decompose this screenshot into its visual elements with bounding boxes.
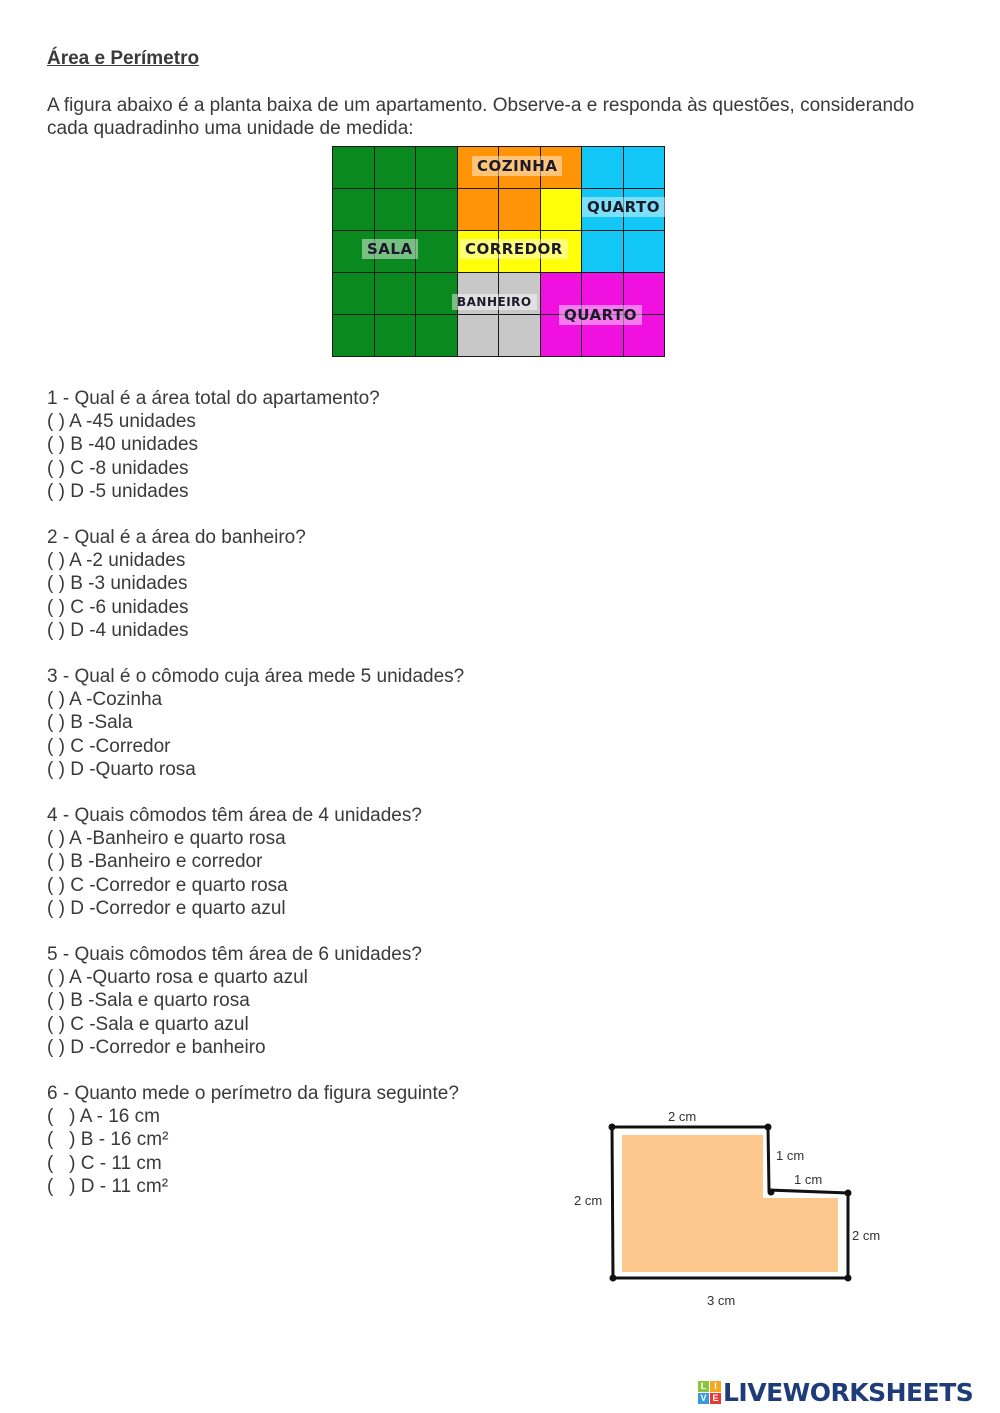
label-right-upper: 1 cm xyxy=(776,1148,804,1163)
question-3: 3 - Qual é o cômodo cuja área mede 5 uni… xyxy=(47,665,464,781)
answer-option[interactable]: ( ) B -3 unidades xyxy=(47,573,188,595)
answer-option[interactable]: ( ) A -Cozinha xyxy=(47,689,163,711)
answer-option[interactable]: ( ) A -Banheiro e quarto rosa xyxy=(47,828,286,850)
answer-option[interactable]: ( ) D -5 unidades xyxy=(47,480,189,502)
question-1: 1 - Qual é a área total do apartamento?(… xyxy=(47,387,380,503)
logo-letter: I xyxy=(710,1381,721,1392)
grid-cell-sala xyxy=(373,146,416,189)
label-sala: SALA xyxy=(362,239,418,259)
grid-cell-sala xyxy=(415,188,458,231)
answer-option[interactable]: ( ) C - 11 cm xyxy=(47,1152,162,1174)
grid-cell-sala xyxy=(332,272,375,315)
grid-cell-banheiro xyxy=(498,314,541,357)
intro-text: A figura abaixo é a planta baixa de um a… xyxy=(47,95,915,139)
answer-option[interactable]: ( ) B -Sala xyxy=(47,712,133,734)
grid-cell-sala xyxy=(415,146,458,189)
question-text: 4 - Quais cômodos têm área de 4 unidades… xyxy=(47,805,422,826)
grid-cell-corredor xyxy=(498,230,541,273)
question-2: 2 - Qual é a área do banheiro?( ) A -2 u… xyxy=(47,526,306,642)
grid-cell-cozinha xyxy=(498,188,541,231)
logo-letter: E xyxy=(710,1393,721,1404)
grid-cell-quarto-azul xyxy=(581,146,624,189)
grid-cell-sala xyxy=(332,188,375,231)
label-banheiro: BANHEIRO xyxy=(452,294,537,310)
grid-cell-quarto-azul xyxy=(622,230,665,273)
liveworksheets-logo: L I V E LIVEWORKSHEETS xyxy=(698,1378,974,1407)
grid-cell-cozinha xyxy=(539,146,582,189)
label-right-lower: 2 cm xyxy=(852,1228,880,1243)
label-cozinha: COZINHA xyxy=(472,156,563,176)
answer-option[interactable]: ( ) C -Corredor xyxy=(47,735,171,757)
grid-cell-banheiro xyxy=(456,314,499,357)
grid-cell-sala xyxy=(373,272,416,315)
answer-option[interactable]: ( ) C -6 unidades xyxy=(47,596,189,618)
question-text: 3 - Qual é o cômodo cuja área mede 5 uni… xyxy=(47,666,465,687)
question-6: 6 - Quanto mede o perímetro da figura se… xyxy=(47,1082,459,1198)
question-text: 2 - Qual é a área do banheiro? xyxy=(47,527,306,548)
floor-plan: COZINHA QUARTO SALA CORREDOR BANHEIRO QU… xyxy=(332,146,665,357)
answer-option[interactable]: ( ) D -Corredor e quarto azul xyxy=(47,897,286,919)
answer-option[interactable]: ( ) D - 11 cm² xyxy=(47,1175,169,1197)
grid-cell-sala xyxy=(332,146,375,189)
l-shape-figure: 2 cm 1 cm 1 cm 2 cm 2 cm 3 cm xyxy=(574,1109,880,1308)
question-text: 5 - Quais cômodos têm área de 6 unidades… xyxy=(47,944,422,965)
question-4: 4 - Quais cômodos têm área de 4 unidades… xyxy=(47,804,422,920)
answer-option[interactable]: ( ) A -2 unidades xyxy=(47,550,186,572)
grid-cell-sala xyxy=(415,314,458,357)
figure-fill xyxy=(622,1135,838,1272)
grid-cell-sala xyxy=(415,230,458,273)
answer-option[interactable]: ( ) B -Banheiro e corredor xyxy=(47,851,263,873)
label-quarto-rosa: QUARTO xyxy=(559,305,642,325)
answer-option[interactable]: ( ) D -Quarto rosa xyxy=(47,758,196,780)
logo-letter: L xyxy=(698,1381,709,1392)
grid-cell-quarto-azul xyxy=(581,230,624,273)
answer-option[interactable]: ( ) A - 16 cm xyxy=(47,1106,160,1128)
grid-cell-sala xyxy=(373,314,416,357)
answer-option[interactable]: ( ) C -Corredor e quarto rosa xyxy=(47,874,288,896)
answer-option[interactable]: ( ) A -45 unidades xyxy=(47,411,196,433)
grid-cell-sala xyxy=(332,230,375,273)
logo-letter: V xyxy=(698,1393,709,1404)
vertex-dots xyxy=(608,1123,852,1282)
grid-cell-quarto-rosa xyxy=(622,272,665,315)
answer-option[interactable]: ( ) C -Sala e quarto azul xyxy=(47,1013,249,1035)
label-corredor: CORREDOR xyxy=(460,239,568,259)
grid-cell-sala xyxy=(373,188,416,231)
logo-box-icon: L I V E xyxy=(698,1381,721,1404)
grid-cell-corredor xyxy=(539,188,582,231)
grid-cell-cozinha xyxy=(456,188,499,231)
grid-cell-corredor xyxy=(456,230,499,273)
answer-option[interactable]: ( ) D -4 unidades xyxy=(47,619,189,641)
answer-option[interactable]: ( ) D -Corredor e banheiro xyxy=(47,1036,266,1058)
label-top: 2 cm xyxy=(668,1109,696,1124)
answer-option[interactable]: ( ) B -40 unidades xyxy=(47,434,199,456)
label-quarto-azul: QUARTO xyxy=(582,197,665,217)
answer-option[interactable]: ( ) C -8 unidades xyxy=(47,457,189,479)
question-text: 1 - Qual é a área total do apartamento? xyxy=(47,388,380,409)
label-step: 1 cm xyxy=(794,1172,822,1187)
answer-option[interactable]: ( ) B - 16 cm² xyxy=(47,1129,169,1151)
grid-cell-quarto-azul xyxy=(622,146,665,189)
logo-text: LIVEWORKSHEETS xyxy=(723,1378,974,1407)
answer-option[interactable]: ( ) B -Sala e quarto rosa xyxy=(47,990,250,1012)
worksheet-title: Área e Perímetro xyxy=(47,48,200,69)
question-5: 5 - Quais cômodos têm área de 6 unidades… xyxy=(47,943,422,1059)
grid-cell-sala xyxy=(332,314,375,357)
label-left: 2 cm xyxy=(574,1193,602,1208)
grid-cell-cozinha xyxy=(456,146,499,189)
label-bottom: 3 cm xyxy=(707,1293,735,1308)
question-text: 6 - Quanto mede o perímetro da figura se… xyxy=(47,1083,459,1104)
answer-option[interactable]: ( ) A -Quarto rosa e quarto azul xyxy=(47,967,308,989)
